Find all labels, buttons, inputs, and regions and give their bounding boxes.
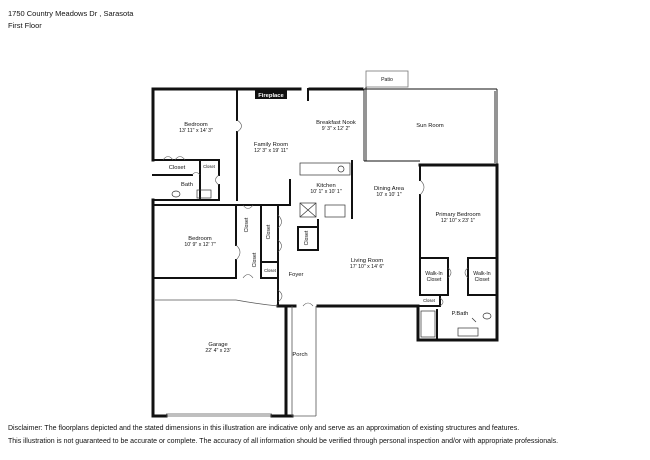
- fixtures: [171, 162, 492, 338]
- closet-c-name: Closet: [304, 230, 310, 245]
- kitchen-name: Kitchen: [316, 183, 335, 189]
- breakfast-nook-name: Breakfast Nook: [316, 120, 356, 126]
- bedroom-nw-dims: 13' 11" x 14' 3": [179, 128, 213, 134]
- porch-name: Porch: [292, 352, 307, 358]
- sun-room-name: Sun Room: [416, 123, 444, 129]
- family-room-dims: 12' 3" x 19' 11": [254, 148, 288, 154]
- exterior-walls: [151, 87, 499, 418]
- walkin-right-line2: Closet: [475, 277, 490, 283]
- sun-room-walls: [363, 87, 498, 165]
- garage-dims: 22' 4" x 23': [205, 348, 230, 354]
- breakfast-nook-dims: 9' 3" x 12' 2": [322, 126, 351, 132]
- walkin-right-line1: Walk-In: [473, 271, 491, 277]
- living-room-name: Living Room: [351, 258, 383, 264]
- door-swings: [162, 119, 469, 307]
- kitchen-dims: 10' 1" x 10' 1": [310, 189, 341, 195]
- closet-primary-name: Closet: [423, 298, 436, 303]
- bedroom-w-name: Bedroom: [188, 236, 212, 242]
- fireplace-label: Fireplace: [258, 93, 284, 99]
- floor-label: First Floor: [8, 21, 42, 30]
- property-address: 1750 Country Meadows Dr , Sarasota: [8, 9, 134, 18]
- interior-walls: [152, 88, 498, 341]
- patio-outline: [365, 70, 409, 88]
- walkin-left-line1: Walk-In: [425, 271, 443, 277]
- bedroom-w-dims: 10' 9" x 12' 7": [184, 242, 215, 248]
- foyer-name: Foyer: [289, 272, 304, 278]
- fireplace: Fireplace: [255, 89, 287, 99]
- garage-name: Garage: [208, 342, 227, 348]
- closet-b-name: Closet: [266, 224, 272, 239]
- dining-area-dims: 10' x 10' 1": [376, 192, 401, 198]
- family-room-name: Family Room: [254, 142, 288, 148]
- living-room-dims: 17' 10" x 14' 6": [350, 264, 384, 270]
- garage-details: [155, 299, 279, 417]
- bath-name: Bath: [181, 182, 193, 188]
- patio-label: Patio: [381, 77, 393, 83]
- closet-nw-name: Closet: [169, 165, 186, 171]
- porch-outline: [291, 306, 317, 417]
- walkin-left-line2: Closet: [427, 277, 442, 283]
- closet-small-nw-name: Closet: [203, 164, 216, 169]
- primary-bedroom-name: Primary Bedroom: [435, 212, 480, 218]
- closet-e-name: Closet: [264, 268, 277, 273]
- disclaimer-line-1: Disclaimer: The floorplans depicted and …: [8, 425, 520, 432]
- closet-a-name: Closet: [244, 217, 250, 232]
- closet-d-name: Closet: [252, 252, 258, 267]
- pbath-name: P.Bath: [452, 311, 469, 317]
- dining-area-name: Dining Area: [374, 186, 405, 192]
- disclaimer-line-2: This illustration is not guaranteed to b…: [8, 438, 559, 445]
- primary-bedroom-dims: 12' 10" x 23' 1": [441, 218, 475, 224]
- bedroom-nw-name: Bedroom: [184, 122, 208, 128]
